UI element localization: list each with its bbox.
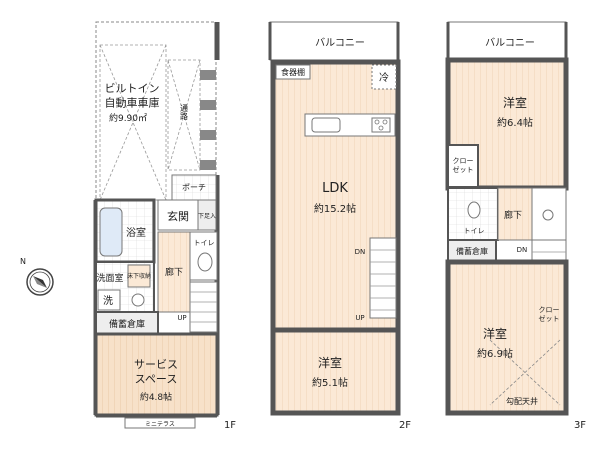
- kitchen-stove: [371, 117, 391, 133]
- fridge-label: 冷: [379, 71, 389, 84]
- closet-label-3f-upper: クローゼット: [453, 157, 474, 174]
- ldk-area-label: 約15.2帖: [314, 202, 356, 215]
- floor-3f: バルコニー 洋室 約6.4帖 クローゼット 廊下 トイレ 備蓄倉庫 DN クロー…: [445, 21, 586, 431]
- balcony-label-3f: バルコニー: [485, 37, 535, 49]
- toilet-label-3f: トイレ: [464, 227, 485, 235]
- dish-cabinet: [275, 64, 311, 80]
- sloped-ceiling-lines: [489, 339, 561, 406]
- floor-label-1f: 1F: [224, 420, 236, 431]
- toilet-label-1f: トイレ: [194, 239, 215, 247]
- compass-north-label: N: [20, 257, 26, 266]
- compass: N: [20, 257, 54, 296]
- shoe-box: [197, 199, 217, 231]
- balcony-2f: [269, 21, 399, 61]
- western-area-label-3f-lower: 約6.9帖: [477, 347, 513, 360]
- kitchen-sink: [311, 117, 341, 133]
- bathtub: [99, 207, 123, 257]
- western-room-label-3f-lower: 洋室: [483, 326, 507, 341]
- hallway-label-1f: 廊下: [165, 266, 183, 278]
- washroom-label: 洗面室: [96, 272, 123, 284]
- bath-label: 浴室: [126, 226, 146, 239]
- western-room-3f-lower: [445, 259, 569, 416]
- garage-label-line1: ビルトイン自動車車庫: [105, 82, 160, 109]
- sloped-ceiling-label: 勾配天井: [506, 396, 538, 406]
- entrance-area: [157, 199, 199, 231]
- wash-label: 洗: [103, 295, 113, 307]
- service-area-label: 約4.8帖: [140, 391, 172, 403]
- washing-machine: [97, 289, 121, 311]
- floor-1f: ビルトイン自動車車庫 約9.90㎡ 通路 ポーチ 玄関 下足入 浴室 トイレ 洗…: [93, 21, 236, 431]
- western-area-label-3f-upper: 約6.4帖: [497, 116, 533, 129]
- fridge: [371, 64, 397, 90]
- floor-label-3f: 3F: [574, 420, 586, 431]
- service-label-1: サービススペース: [134, 358, 178, 385]
- stockroom-label-1f: 備蓄倉庫: [109, 318, 145, 330]
- balcony-label-2f: バルコニー: [315, 37, 365, 49]
- up-label-2f: UP: [355, 314, 364, 322]
- stairs-2f: [369, 237, 397, 319]
- garage-area: [95, 21, 217, 201]
- mini-terrace: [124, 417, 196, 429]
- closet-3f-upper: [447, 144, 479, 188]
- floor-label-2f: 2F: [399, 420, 411, 431]
- stockroom-label-3f: 備蓄倉庫: [456, 246, 488, 256]
- hallway-area: [157, 231, 191, 313]
- mini-terrace-label: ミニテラス: [145, 421, 175, 428]
- service-space: [94, 332, 219, 417]
- balcony-3f: [447, 21, 567, 61]
- garage-area-label: 約9.90㎡: [109, 112, 147, 124]
- entrance-label: 玄関: [167, 209, 189, 223]
- shoe-box-label: 下足入: [198, 213, 216, 220]
- underfloor-storage: [127, 264, 151, 288]
- western-room-label-3f-upper: 洋室: [503, 95, 527, 110]
- underfloor-label: 床下収納: [127, 272, 151, 280]
- porch-area: [171, 174, 217, 201]
- passage-label: 通路: [180, 103, 189, 120]
- floor-2f: バルコニー 食器棚 冷 LDK 約15.2帖 DN UP 洋室 約5.1帖 2F: [268, 21, 411, 431]
- western-room-2f: [270, 327, 401, 416]
- hallway-area-3f: [497, 187, 533, 241]
- sink-icon: [131, 293, 145, 307]
- western-room-label-2f: 洋室: [318, 355, 342, 370]
- western-area-label-2f: 約5.1帖: [312, 376, 348, 389]
- hallway-label-3f: 廊下: [504, 209, 522, 221]
- dn-label-2f: DN: [355, 248, 366, 256]
- dn-label-3f: DN: [517, 246, 528, 254]
- closet-label-3f-lower: クローゼット: [539, 306, 560, 323]
- ldk-label: LDK: [322, 181, 348, 196]
- stairs-1f: [189, 281, 218, 333]
- dish-cabinet-label: 食器棚: [281, 67, 305, 77]
- porch-label: ポーチ: [182, 183, 206, 192]
- up-label-1f: UP: [177, 314, 186, 322]
